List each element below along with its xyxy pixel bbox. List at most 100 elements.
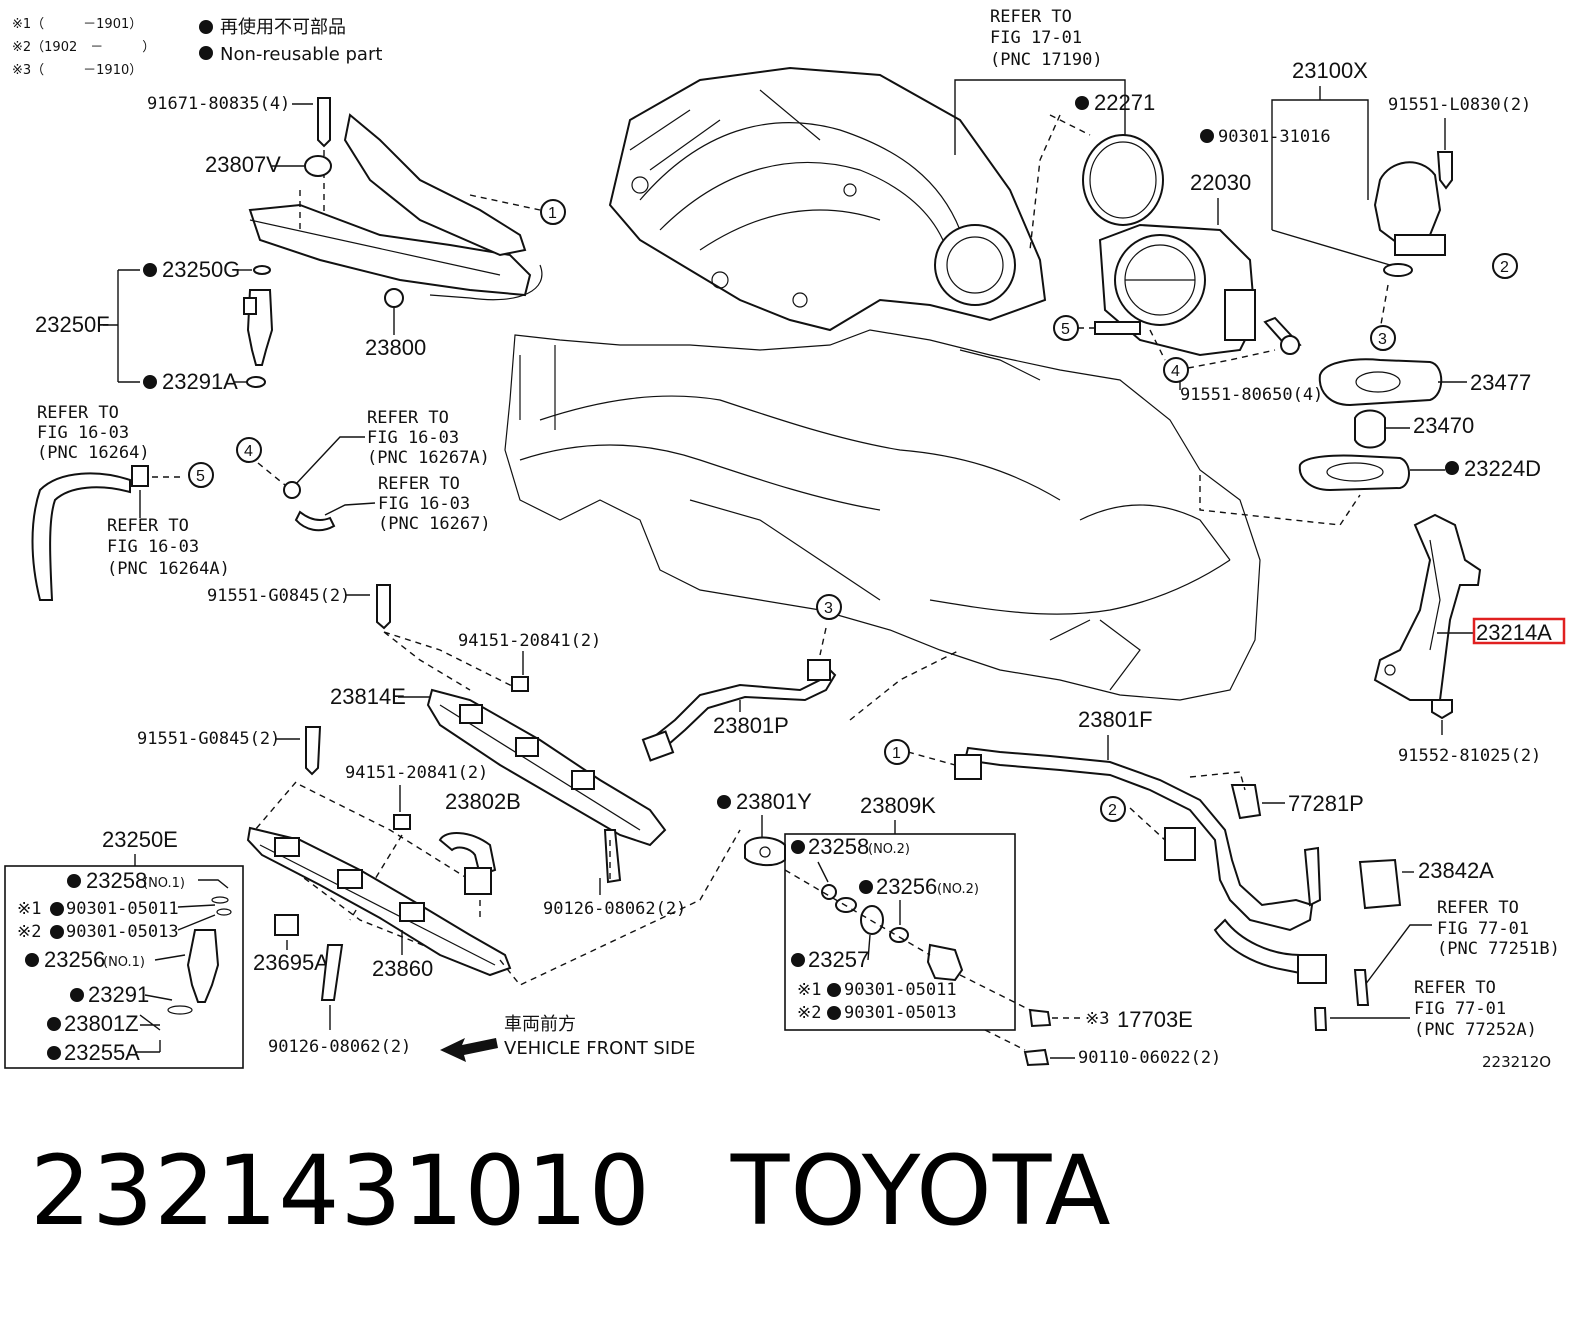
label-23258-no1: 23258 <box>86 868 147 893</box>
svg-text:(PNC 16264A): (PNC 16264A) <box>107 559 230 579</box>
part-23100X-high-pressure-pump: 23100X 90301-31016 91551-L0830(2) <box>1200 58 1531 277</box>
label-91551-80650: 91551-80650(4) <box>1180 385 1323 405</box>
svg-text:REFER TO: REFER TO <box>1414 978 1496 998</box>
nonreusable-dot-icon <box>199 46 213 60</box>
label-23814E: 23814E <box>330 684 406 709</box>
part-22271-gasket: 22271 <box>1029 90 1164 251</box>
intake-manifold-drawing <box>608 66 1047 332</box>
front-arrow-icon <box>440 1038 498 1062</box>
label-23801Z: 23801Z <box>64 1011 139 1036</box>
label-90301-31016: 90301-31016 <box>1218 127 1331 147</box>
svg-text:4: 4 <box>1171 363 1180 380</box>
legend-note-2: ※2（1902 － ） <box>12 40 155 55</box>
svg-text:3: 3 <box>824 600 833 617</box>
label-22030: 22030 <box>1190 170 1251 195</box>
label-90301-05011-box: 90301-05011 <box>844 980 957 1000</box>
svg-text:3: 3 <box>1378 331 1387 348</box>
label-23257: 23257 <box>808 947 869 972</box>
label-23250G: 23250G <box>162 257 240 282</box>
svg-text:REFER TO: REFER TO <box>1437 898 1519 918</box>
svg-text:FIG 16-03: FIG 16-03 <box>107 537 199 557</box>
svg-text:REFER TO: REFER TO <box>378 474 460 494</box>
label-91551-L0830: 91551-L0830(2) <box>1388 95 1531 115</box>
label-23258-no2: 23258 <box>808 834 869 859</box>
part-23801P-fuel-pipe: 23801P <box>641 627 837 762</box>
label-23250E: 23250E <box>102 827 178 852</box>
callout-markers: 1 2 3 4 5 4 5 3 1 2 91551-80650(4) <box>188 199 1518 822</box>
callout-2-icon <box>1492 253 1518 279</box>
svg-text:REFER TO: REFER TO <box>990 7 1072 27</box>
callout-3-icon <box>1370 325 1396 351</box>
mark-1-b: ※1 <box>797 980 821 1000</box>
svg-text:5: 5 <box>196 468 205 485</box>
exploded-parts-diagram: ※1（ －1901） ※2（1902 － ） ※3（ －1910） 再使用不可部… <box>4 7 1566 1071</box>
mark-3: ※3 <box>1085 1009 1109 1029</box>
label-90301-05013-box: 90301-05013 <box>844 1003 957 1023</box>
label-23800: 23800 <box>365 335 426 360</box>
legend-note-1: ※1（ －1901） <box>12 17 142 32</box>
label-23470: 23470 <box>1413 413 1474 438</box>
label-23801P: 23801P <box>713 713 789 738</box>
svg-text:5: 5 <box>1061 321 1070 338</box>
label-23860: 23860 <box>372 956 433 981</box>
label-91671-80835: 91671-80835(4) <box>147 94 290 114</box>
label-23256-no1: 23256 <box>44 947 105 972</box>
label-17703E: 17703E <box>1117 1007 1193 1032</box>
svg-text:FIG 16-03: FIG 16-03 <box>378 494 470 514</box>
label-23801F: 23801F <box>1078 707 1153 732</box>
svg-text:FIG 16-03: FIG 16-03 <box>367 428 459 448</box>
label-23801Y: 23801Y <box>736 789 812 814</box>
callout-4-icon <box>236 437 262 463</box>
svg-text:1: 1 <box>548 205 557 222</box>
svg-text:FIG 17-01: FIG 17-01 <box>990 28 1082 48</box>
label-91552-81025: 91552-81025(2) <box>1398 746 1541 766</box>
label-no2-b: (NO.2) <box>937 882 979 897</box>
label-no1: (NO.1) <box>143 876 185 891</box>
figure-number: 223212O <box>1482 1053 1551 1071</box>
kit-box <box>4 865 244 1069</box>
label-90301-05013-kit: 90301-05013 <box>66 922 179 942</box>
label-23807V: 23807V <box>205 152 281 177</box>
part-23250E-injector-kit: 23250E 23258 (NO.1) ※1 90301-05011 ※2 90… <box>4 827 244 1069</box>
svg-text:FIG 77-01: FIG 77-01 <box>1414 999 1506 1019</box>
reference-fig-16-03-hose: REFER TO FIG 16-03 (PNC 16264) REFER TO … <box>31 403 230 601</box>
callout-5-icon <box>188 462 214 488</box>
label-23255A: 23255A <box>64 1040 140 1065</box>
label-23291A: 23291A <box>162 369 238 394</box>
mark-1: ※1 <box>17 899 41 919</box>
legend-nonreusable-en: Non-reusable part <box>220 44 382 65</box>
svg-text:(PNC 16264): (PNC 16264) <box>37 443 150 463</box>
label-94151-20841-lower: 94151-20841(2) <box>345 763 488 783</box>
svg-text:FIG 16-03: FIG 16-03 <box>37 423 129 443</box>
label-23100X: 23100X <box>1292 58 1368 83</box>
svg-text:REFER TO: REFER TO <box>37 403 119 423</box>
label-94151-20841-upper: 94151-20841(2) <box>458 631 601 651</box>
label-23842A: 23842A <box>1418 858 1494 883</box>
mark-2: ※2 <box>17 922 41 942</box>
label-90126-08062-center: 90126-08062(2) <box>543 899 686 919</box>
svg-text:(PNC 77251B): (PNC 77251B) <box>1437 939 1560 959</box>
label-no1-b: (NO.1) <box>103 955 145 970</box>
label-23224D: 23224D <box>1464 456 1541 481</box>
label-77281P: 77281P <box>1288 791 1364 816</box>
mark-2-b: ※2 <box>797 1003 821 1023</box>
label-23214A-highlighted: 23214A <box>1476 620 1552 645</box>
svg-text:FIG 77-01: FIG 77-01 <box>1437 919 1529 939</box>
svg-text:(PNC 16267): (PNC 16267) <box>378 514 491 534</box>
highlight-box <box>1472 617 1566 645</box>
svg-text:REFER TO: REFER TO <box>107 516 189 536</box>
part-22030-throttle-body: 22030 <box>1094 170 1302 357</box>
label-23250F: 23250F <box>35 312 110 337</box>
svg-text:2: 2 <box>1108 802 1117 819</box>
front-label-jp: 車両前方 <box>504 1014 576 1035</box>
svg-text:(PNC 16267A): (PNC 16267A) <box>367 448 490 468</box>
label-90301-05011-kit: 90301-05011 <box>66 899 179 919</box>
caption-part-number: 2321431010 <box>30 1135 651 1247</box>
callout-3-icon <box>816 594 842 620</box>
upper-left-fuel-rail-group: 91671-80835(4) 23807V 23800 <box>147 94 543 360</box>
part-23250F-injector: 23250F 23250G 23291A <box>35 257 274 394</box>
pump-gasket-stack: 23477 23470 23224D <box>1199 284 1541 526</box>
label-90126-08062-lower: 90126-08062(2) <box>268 1037 411 1057</box>
